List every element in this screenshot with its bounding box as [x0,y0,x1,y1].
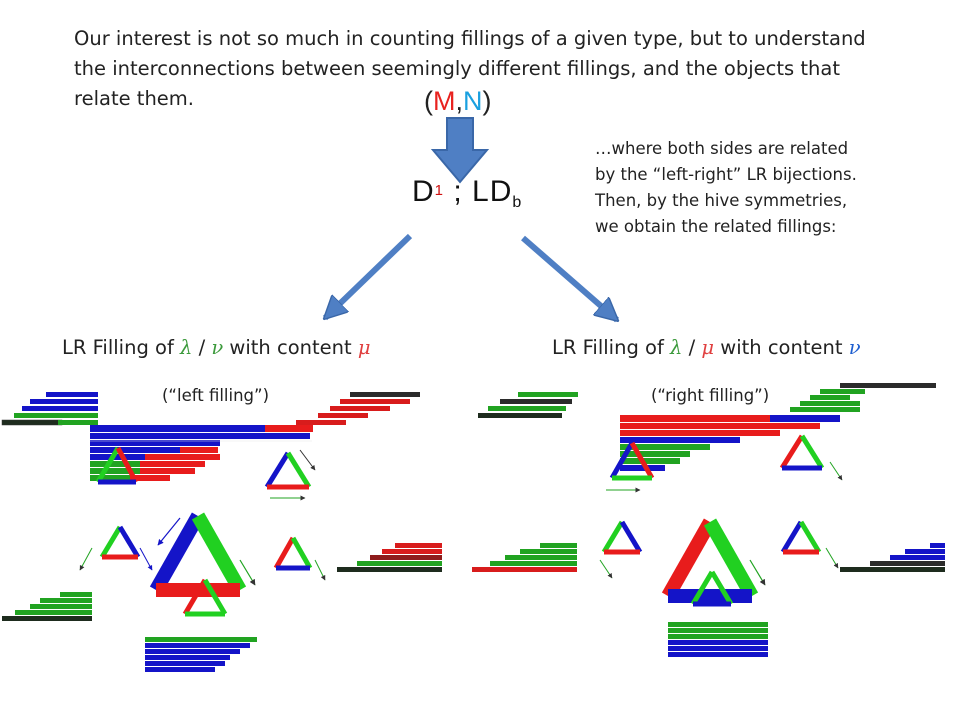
right-small-tableau-2-icon [790,383,936,412]
left-with: with content [229,336,352,359]
note-line-4: we obtain the related fillings: [595,217,837,236]
right-with: with content [720,336,843,359]
right-heading: LR Filling of λ / μ with content ν [552,336,861,359]
right-overlay-triangle-icon [606,441,655,493]
right-diagonal-arrow-icon [521,235,617,320]
intro-paragraph: Our interest is not so much in counting … [74,27,866,110]
note-line-3: Then, by the hive symmetries, [595,191,848,210]
note-line-1: …where both sides are related [595,139,849,158]
pair-open: ( [424,86,433,116]
right-sym2: μ [701,336,715,359]
left-diagonal-arrow-icon [325,233,413,318]
right-small-triangle-1-icon [779,434,843,481]
right-small-triangle-2-icon [599,520,643,579]
right-small-tableau-1-icon [478,392,578,418]
note-line-2: by the “left-right” LR bijections. [595,165,857,184]
left-main-tableau-icon [90,425,313,481]
left-prefix: LR Filling of [62,336,174,359]
pair-close: ) [482,86,492,116]
note-text: …where both sides are related by the “le… [595,136,925,240]
left-overlay-triangle-icon [95,446,139,485]
left-slash: / [198,336,206,359]
right-main-tableau-icon [620,415,840,471]
left-sym2: ν [211,336,224,359]
formula-sub2: b [512,194,523,211]
right-prefix: LR Filling of [552,336,664,359]
pair-m: M [433,86,456,116]
left-bottom-tableau-icon [145,637,257,672]
mn-pair: (M,N) [424,86,492,117]
right-small-tableau-4-icon [840,543,945,572]
pair-n: N [463,86,483,116]
formula-sup1: 1 [434,182,445,199]
right-sym3: ν [848,336,861,359]
left-small-tableau-4-icon [2,592,92,621]
left-small-tableau-3-icon [337,543,442,572]
right-sym1: λ [670,336,683,359]
right-bottom-tableau-icon [668,622,768,657]
left-small-tableau-2-icon [296,392,420,425]
left-sym3: μ [357,336,371,359]
left-sym1: λ [180,336,193,359]
right-small-tableau-3-icon [472,543,577,572]
right-small-triangle-3-icon [780,520,839,569]
formula: D1 ; LDb [412,175,523,211]
pair-comma: , [455,86,464,116]
right-big-triangle-icon [661,518,766,607]
right-slash: / [688,336,696,359]
left-big-triangle-icon [149,512,256,617]
left-small-triangle-1-icon [264,449,316,501]
left-small-triangle-2-icon [79,525,153,571]
left-sublabel: (“left filling”) [162,386,270,405]
formula-d1: D [412,175,435,208]
left-small-tableau-1-icon [1,392,98,426]
down-arrow-icon [430,117,490,184]
left-heading: LR Filling of λ / ν with content μ [62,336,371,359]
right-sublabel: (“right filling”) [651,386,770,405]
left-small-triangle-3-icon [273,536,326,581]
formula-mid: ; LD [444,175,513,208]
